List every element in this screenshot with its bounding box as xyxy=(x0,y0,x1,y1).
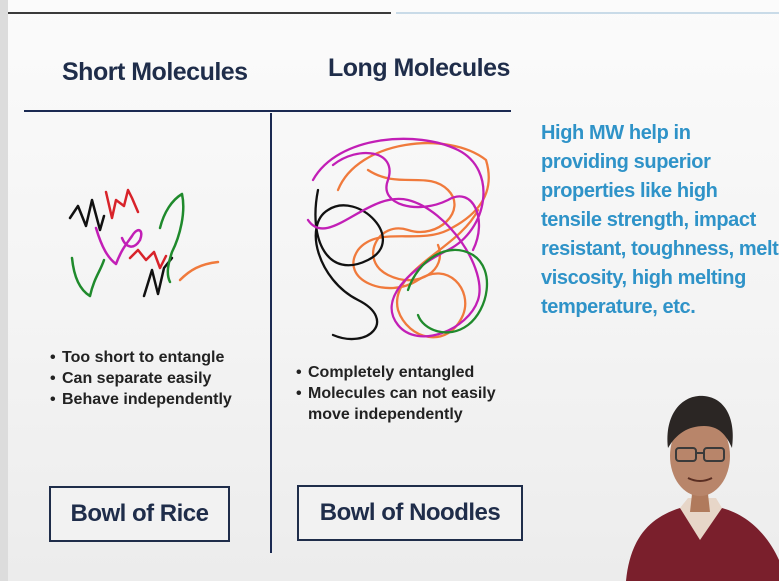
long-chain-orange-1 xyxy=(338,143,489,337)
short-chains-sketch xyxy=(60,178,230,303)
long-chain-green xyxy=(408,250,487,333)
header-divider xyxy=(24,110,511,112)
top-rule xyxy=(8,12,391,14)
short-molecules-bullets: Too short to entangle Can separate easil… xyxy=(50,347,232,410)
bullet-item: Can separate easily xyxy=(50,368,232,389)
short-chain-green-1 xyxy=(72,258,104,296)
long-chains-sketch xyxy=(298,130,503,355)
long-molecules-bullets: Completely entangled Molecules can not e… xyxy=(296,362,528,425)
short-chain-red-2 xyxy=(130,250,166,268)
short-chain-red-1 xyxy=(106,190,138,218)
short-chain-black-1 xyxy=(70,200,104,230)
long-chain-orange-2 xyxy=(368,170,454,280)
high-mw-note: High MW help in providing superior prope… xyxy=(541,119,779,322)
bowl-of-noodles-box: Bowl of Noodles xyxy=(297,485,523,541)
bullet-item: Too short to entangle xyxy=(50,347,232,368)
top-rule-accent xyxy=(396,12,779,14)
presenter-image xyxy=(618,390,779,581)
bullet-item: Molecules can not easily move independen… xyxy=(296,383,528,425)
long-molecules-title: Long Molecules xyxy=(328,54,510,83)
short-molecules-title: Short Molecules xyxy=(62,58,248,87)
bullet-item: Behave independently xyxy=(50,389,232,410)
bowl-of-rice-box: Bowl of Rice xyxy=(49,486,230,542)
long-chain-magenta-1 xyxy=(308,139,483,337)
long-chain-black xyxy=(315,190,382,339)
short-chain-orange xyxy=(180,262,218,280)
column-divider xyxy=(270,113,272,553)
bullet-item: Completely entangled xyxy=(296,362,528,383)
video-left-edge xyxy=(0,0,8,581)
short-chain-magenta xyxy=(96,228,141,264)
